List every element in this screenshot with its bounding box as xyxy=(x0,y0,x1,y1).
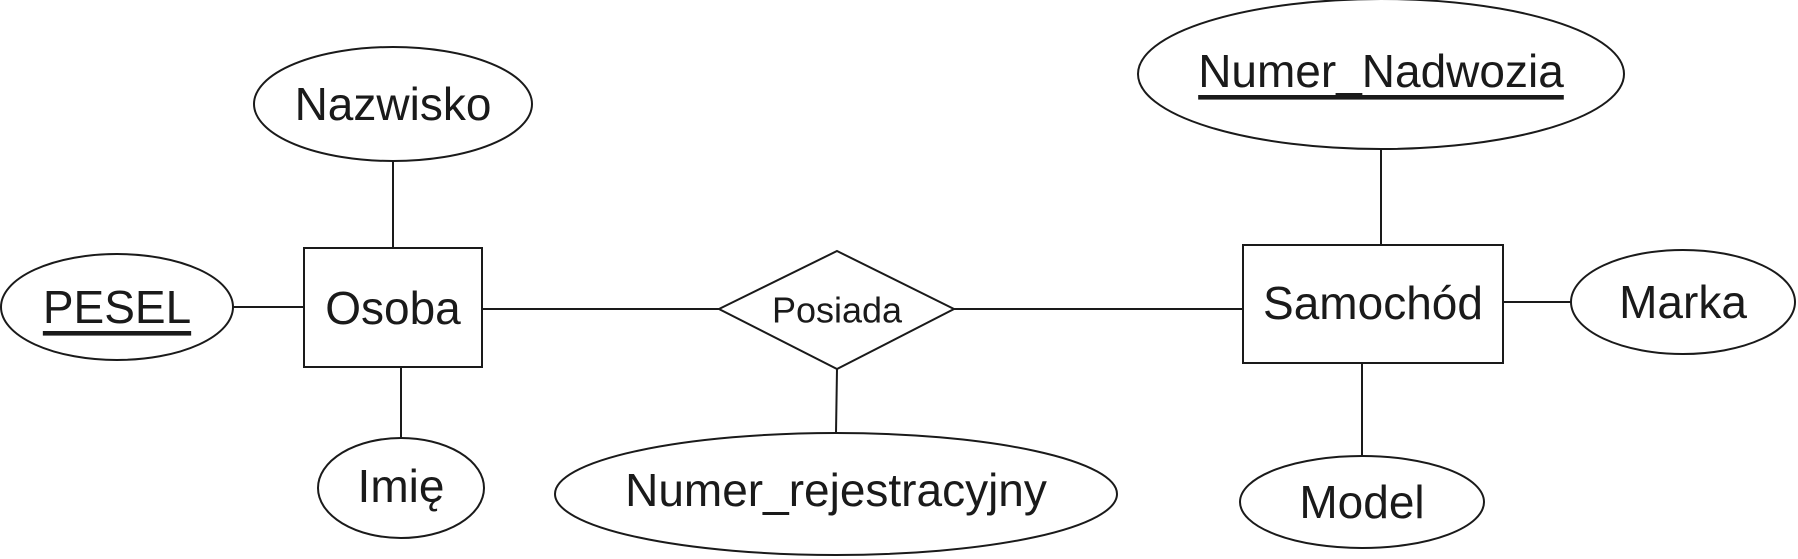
attribute-nazwisko: Nazwisko xyxy=(253,46,533,162)
relationship-posiada: Posiada xyxy=(716,249,957,371)
entity-samochod: Samochód xyxy=(1242,244,1504,364)
attribute-numer-rejestracyjny-label: Numer_rejestracyjny xyxy=(625,464,1047,516)
relationship-posiada-label: Posiada xyxy=(772,290,903,331)
entity-osoba: Osoba xyxy=(303,247,483,368)
attribute-marka: Marka xyxy=(1570,249,1796,355)
attribute-pesel-key: PESEL xyxy=(0,253,234,361)
attribute-nazwisko-label: Nazwisko xyxy=(295,78,492,130)
attribute-pesel-label: PESEL xyxy=(43,281,191,333)
entity-osoba-label: Osoba xyxy=(325,282,461,334)
attribute-numer-nadwozia-key: Numer_Nadwozia xyxy=(1137,0,1625,150)
attribute-numer-nadwozia-label: Numer_Nadwozia xyxy=(1198,45,1564,97)
attribute-imie: Imię xyxy=(317,437,485,539)
attribute-numer-rejestracyjny: Numer_rejestracyjny xyxy=(554,432,1118,556)
attribute-imie-label: Imię xyxy=(358,460,445,512)
attribute-model: Model xyxy=(1239,455,1485,549)
entity-samochod-label: Samochód xyxy=(1263,277,1483,329)
link-posiada-numer-rejestracyjny xyxy=(835,368,838,434)
attribute-marka-label: Marka xyxy=(1619,276,1747,328)
attribute-model-label: Model xyxy=(1299,476,1424,528)
